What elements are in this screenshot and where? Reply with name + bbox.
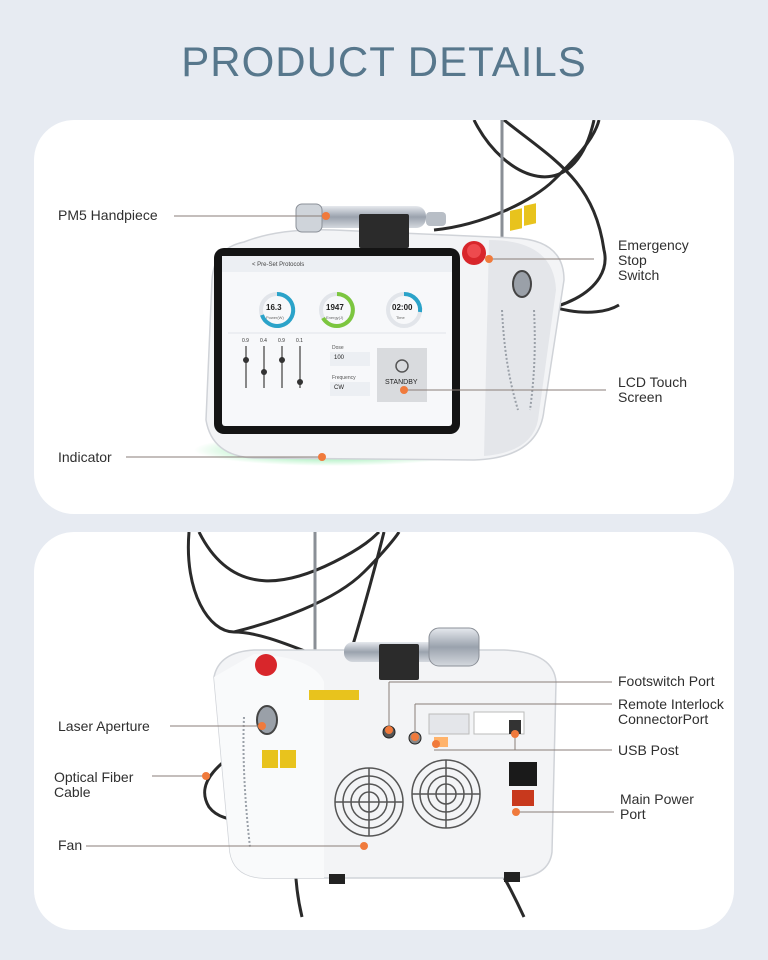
pm5-handpiece-rear xyxy=(344,627,480,680)
label-indicator: Indicator xyxy=(58,449,112,465)
gauge-power-caption: Power(W) xyxy=(266,315,284,320)
label-lcd-touch-screen: LCD Touch Screen xyxy=(618,374,688,405)
rear-view-illustration xyxy=(86,532,614,918)
label-main-power-port: Main Power Port xyxy=(620,791,694,822)
dose-label: Dose xyxy=(332,345,344,351)
gauge-power-value: 16.3 xyxy=(266,303,282,312)
label-optical-fiber-cable: Optical Fiber Cable xyxy=(54,769,134,800)
page-title: PRODUCT DETAILS xyxy=(181,38,587,85)
usb-port xyxy=(509,720,521,734)
label-footswitch-port: Footswitch Port xyxy=(618,673,715,689)
slider-value-3: 0.9 xyxy=(278,338,285,344)
rear-view-panel: Footswitch Port Remote Interlock Connect… xyxy=(34,532,734,930)
slider-value-4: 0.1 xyxy=(296,338,303,344)
gauge-energy-caption: Energy(J) xyxy=(326,315,344,320)
gauge-energy-value: 1947 xyxy=(326,303,344,312)
leader-dots xyxy=(318,212,493,461)
pm5-handpiece xyxy=(295,203,446,248)
slider-value-1: 0.9 xyxy=(242,338,249,344)
gauge-time-value: 02:00 xyxy=(392,303,413,312)
label-usb-post: USB Post xyxy=(618,742,679,758)
label-laser-aperture: Laser Aperture xyxy=(58,718,150,734)
lcd-touch-screen xyxy=(214,248,460,434)
label-pm5-handpiece: PM5 Handpiece xyxy=(58,207,158,223)
cooling-fans xyxy=(334,759,481,837)
frequency-value[interactable]: CW xyxy=(334,385,344,391)
leader-dots-bottom xyxy=(202,722,520,850)
gauge-time-caption: Time xyxy=(396,315,405,320)
label-remote-interlock: Remote Interlock ConnectorPort xyxy=(618,696,724,727)
slider-value-2: 0.4 xyxy=(260,338,267,344)
main-power-socket xyxy=(509,762,537,786)
label-fan: Fan xyxy=(58,837,83,853)
laser-aperture xyxy=(256,705,278,735)
front-view-illustration xyxy=(126,120,620,466)
frequency-label: Frequency xyxy=(332,375,356,381)
screen-header[interactable]: < Pre-Set Protocols xyxy=(252,262,305,268)
label-emergency-stop: Emergency Stop Switch xyxy=(618,237,689,283)
dose-value[interactable]: 100 xyxy=(334,355,345,361)
standby-button[interactable]: STANDBY xyxy=(385,379,418,386)
front-view-panel: < Pre-Set Protocols 16.3 1947 02:00 Powe… xyxy=(34,120,734,514)
